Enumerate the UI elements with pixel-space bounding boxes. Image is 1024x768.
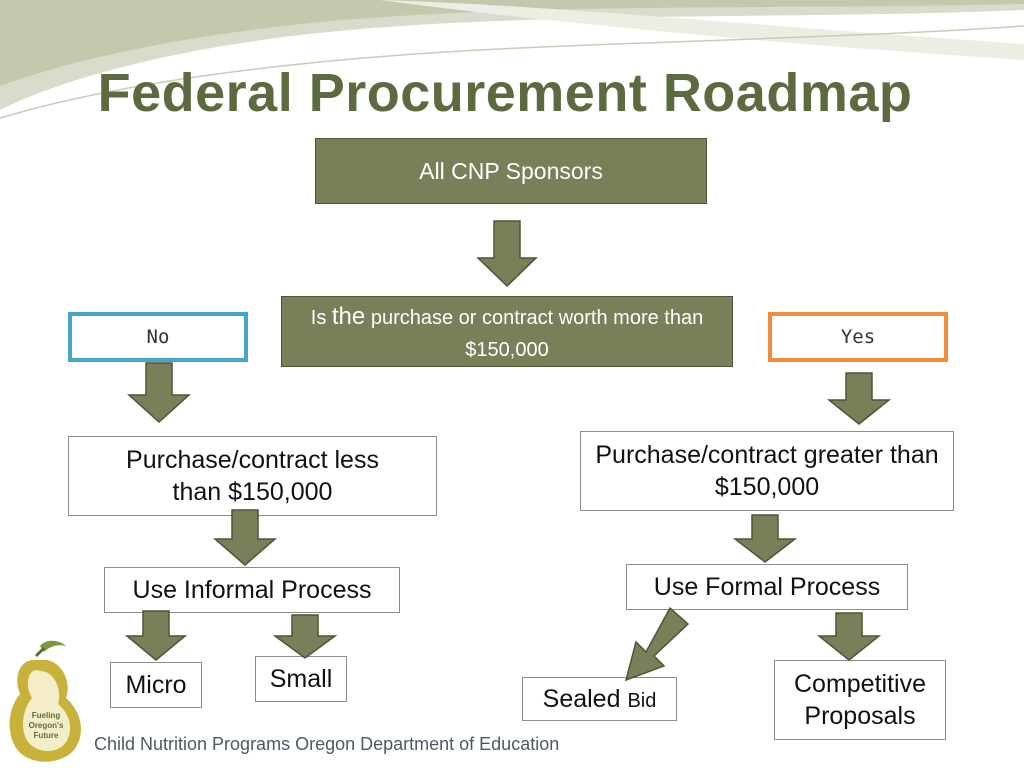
- node-less-than: Purchase/contract less than $150,000: [68, 436, 437, 516]
- question-is: Is: [310, 306, 327, 329]
- node-micro: Micro: [110, 662, 202, 708]
- logo-line-1: Fueling: [32, 711, 61, 720]
- node-question: Is the purchase or contract worth more t…: [281, 296, 733, 367]
- node-small: Small: [255, 656, 347, 702]
- node-informal-label: Use Informal Process: [132, 575, 372, 604]
- node-formal-process: Use Formal Process: [626, 564, 908, 610]
- node-competitive-proposals: Competitive Proposals: [774, 660, 946, 740]
- question-the: the: [331, 302, 366, 330]
- bid-word: Bid: [627, 689, 657, 712]
- arrow-down-icon: [817, 612, 881, 661]
- arrow-down-icon: [127, 362, 191, 424]
- node-all-cnp-label: All CNP Sponsors: [419, 157, 603, 184]
- pear-logo-icon: Fueling Oregon's Future: [9, 640, 81, 762]
- node-sealed-bid: Sealed Bid: [522, 677, 677, 721]
- arrow-down-icon: [827, 372, 891, 425]
- node-less-than-label: Purchase/contract less than $150,000: [126, 445, 379, 507]
- node-greater-than-label: Purchase/contract greater than $150,000: [595, 440, 939, 502]
- node-sealed-bid-label: Sealed Bid: [543, 685, 657, 714]
- node-greater-than: Purchase/contract greater than $150,000: [580, 431, 954, 511]
- arrow-down-icon: [476, 220, 538, 288]
- footer-text: Child Nutrition Programs Oregon Departme…: [94, 734, 560, 754]
- node-informal-process: Use Informal Process: [104, 567, 400, 613]
- node-micro-label: Micro: [125, 670, 187, 699]
- node-formal-label: Use Formal Process: [653, 572, 881, 601]
- arrow-down-icon: [213, 509, 277, 566]
- node-all-cnp-sponsors: All CNP Sponsors: [315, 138, 707, 204]
- arrow-diagonal-icon: [624, 606, 690, 682]
- arrow-down-icon: [273, 614, 337, 659]
- logo-line-2: Oregon's: [29, 721, 64, 730]
- arrow-down-icon: [125, 610, 187, 661]
- answer-yes-label: Yes: [840, 326, 876, 348]
- answer-no-label: No: [146, 326, 170, 348]
- answer-no: No: [68, 312, 248, 362]
- logo-line-3: Future: [34, 731, 59, 740]
- node-competitive-label: Competitive Proposals: [794, 669, 926, 731]
- sealed-word: Sealed: [542, 684, 621, 713]
- page-title: Federal Procurement Roadmap: [97, 63, 913, 123]
- question-rest: purchase or contract worth more than $15…: [370, 306, 704, 361]
- node-small-label: Small: [269, 664, 333, 693]
- answer-yes: Yes: [768, 312, 948, 362]
- node-question-label: Is the purchase or contract worth more t…: [310, 299, 704, 365]
- arrow-down-icon: [733, 514, 797, 563]
